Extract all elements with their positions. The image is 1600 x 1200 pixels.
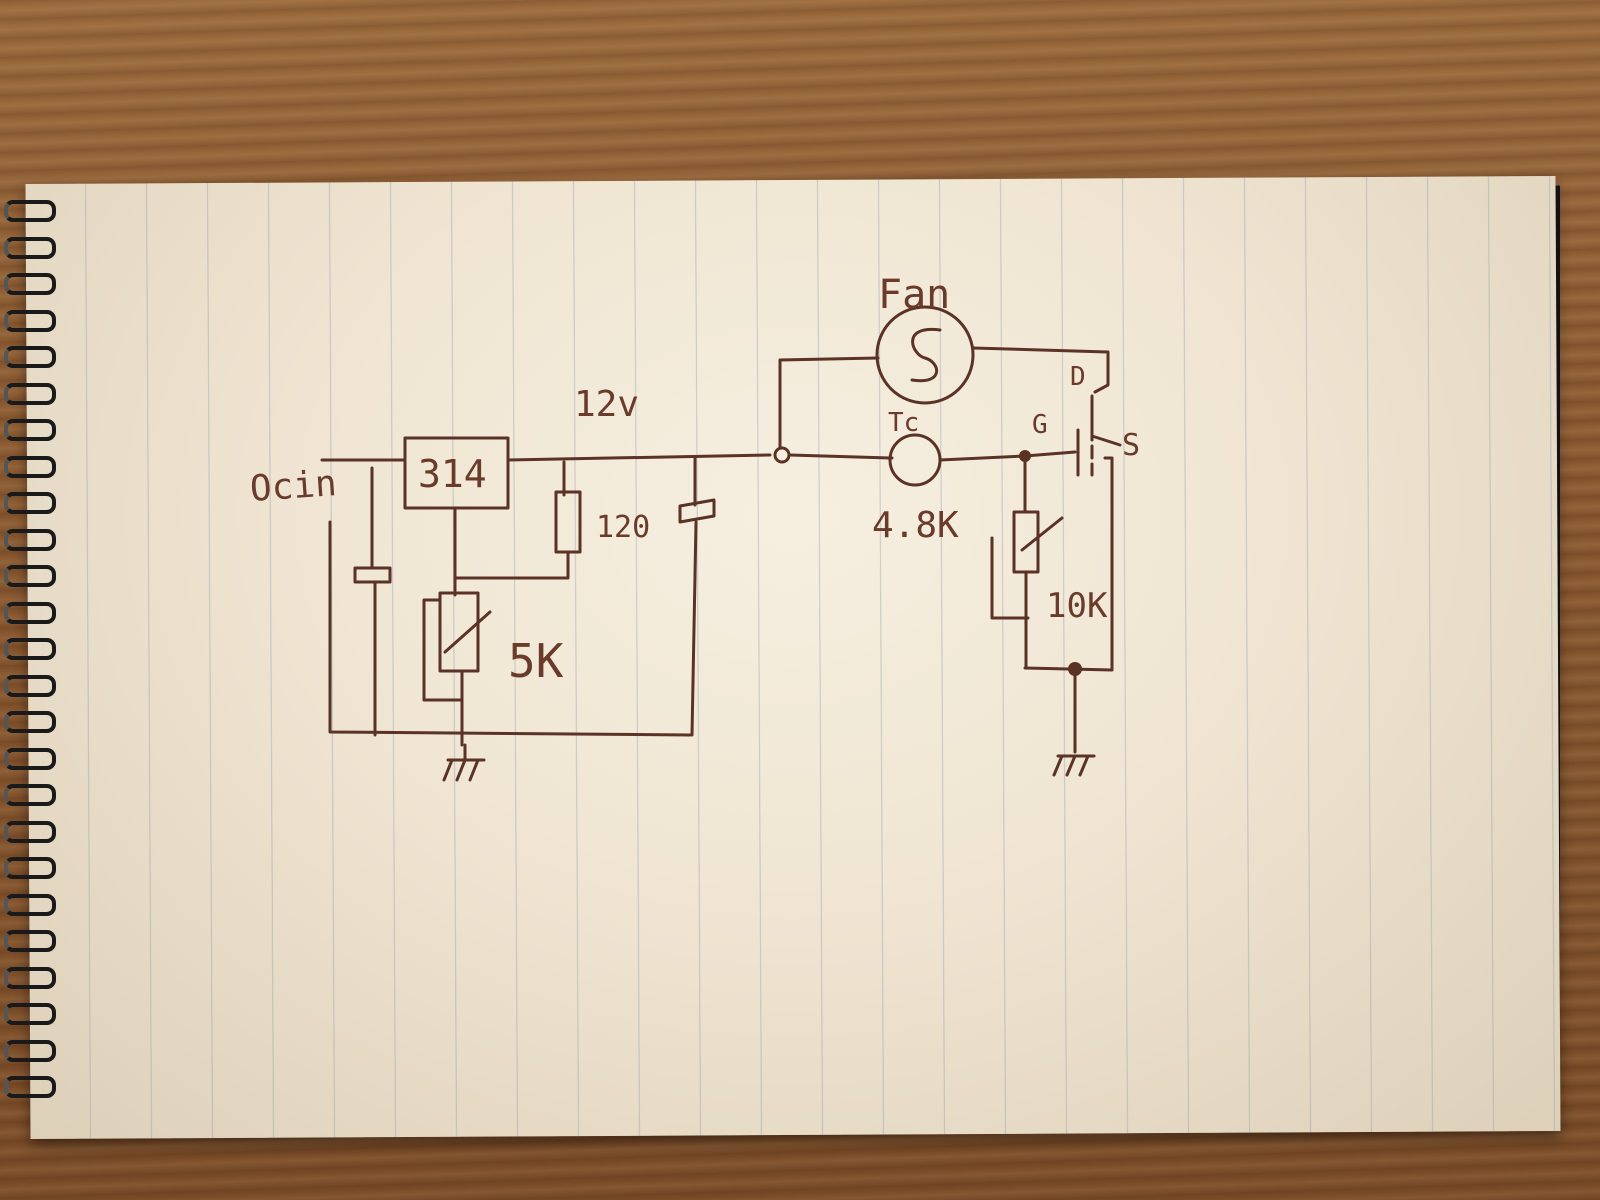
label-fan: Fan	[878, 272, 951, 318]
fan-symbol	[875, 305, 975, 405]
binding-ring	[4, 492, 56, 514]
label-sensor: Tc	[888, 408, 920, 438]
binding-ring	[4, 857, 56, 879]
binding-ring	[4, 784, 56, 806]
binding-ring	[4, 236, 56, 259]
binding-ring	[4, 200, 56, 222]
binding-ring	[4, 1076, 56, 1098]
binding-ring	[4, 747, 56, 770]
binding-ring	[4, 674, 56, 697]
label-regulator: 314	[418, 452, 487, 496]
label-sensor-value: 4.8K	[872, 505, 959, 546]
resistor-120	[554, 490, 582, 554]
label-gate: G	[1032, 410, 1048, 440]
output-capacitor	[678, 498, 716, 524]
regulator-box	[403, 436, 510, 510]
label-pot-10k: 10K	[1046, 586, 1108, 626]
label-rail-voltage: 12v	[574, 384, 640, 425]
binding-ring	[4, 565, 56, 587]
pot-5k	[438, 591, 480, 673]
label-supply-in: Ocin	[248, 463, 339, 510]
binding-ring	[4, 1003, 56, 1025]
binding-ring	[4, 820, 56, 843]
label-drain: D	[1070, 362, 1086, 392]
fan-wire	[778, 356, 880, 450]
label-source: S	[1122, 428, 1141, 463]
sensor-wire	[788, 453, 894, 460]
binding-ring	[4, 711, 56, 733]
junction-node	[773, 446, 791, 464]
binding-ring	[4, 1039, 56, 1062]
rail-wire	[506, 453, 772, 462]
binding-ring	[4, 638, 56, 660]
binding-ring	[4, 382, 56, 405]
binding-ring	[4, 455, 56, 478]
binding-ring	[4, 528, 56, 551]
binding-ring	[4, 273, 56, 295]
tc-sensor	[888, 433, 942, 487]
binding-ring	[4, 966, 56, 989]
input-capacitor	[353, 566, 392, 584]
binding-ring	[4, 419, 56, 441]
ground-symbol-1	[442, 743, 486, 782]
binding-ring	[4, 309, 56, 332]
mosfet	[1076, 428, 1122, 477]
spiral-binding	[0, 200, 60, 1120]
binding-ring	[4, 601, 56, 624]
gate-wire	[1023, 450, 1077, 458]
binding-ring	[4, 346, 56, 368]
label-pot-5k: 5K	[508, 634, 564, 688]
ground-symbol-2	[1052, 754, 1096, 777]
binding-ring	[4, 930, 56, 952]
ground-return-wire	[328, 520, 692, 737]
binding-ring	[4, 893, 56, 916]
label-resistor-120: 120	[596, 510, 651, 545]
